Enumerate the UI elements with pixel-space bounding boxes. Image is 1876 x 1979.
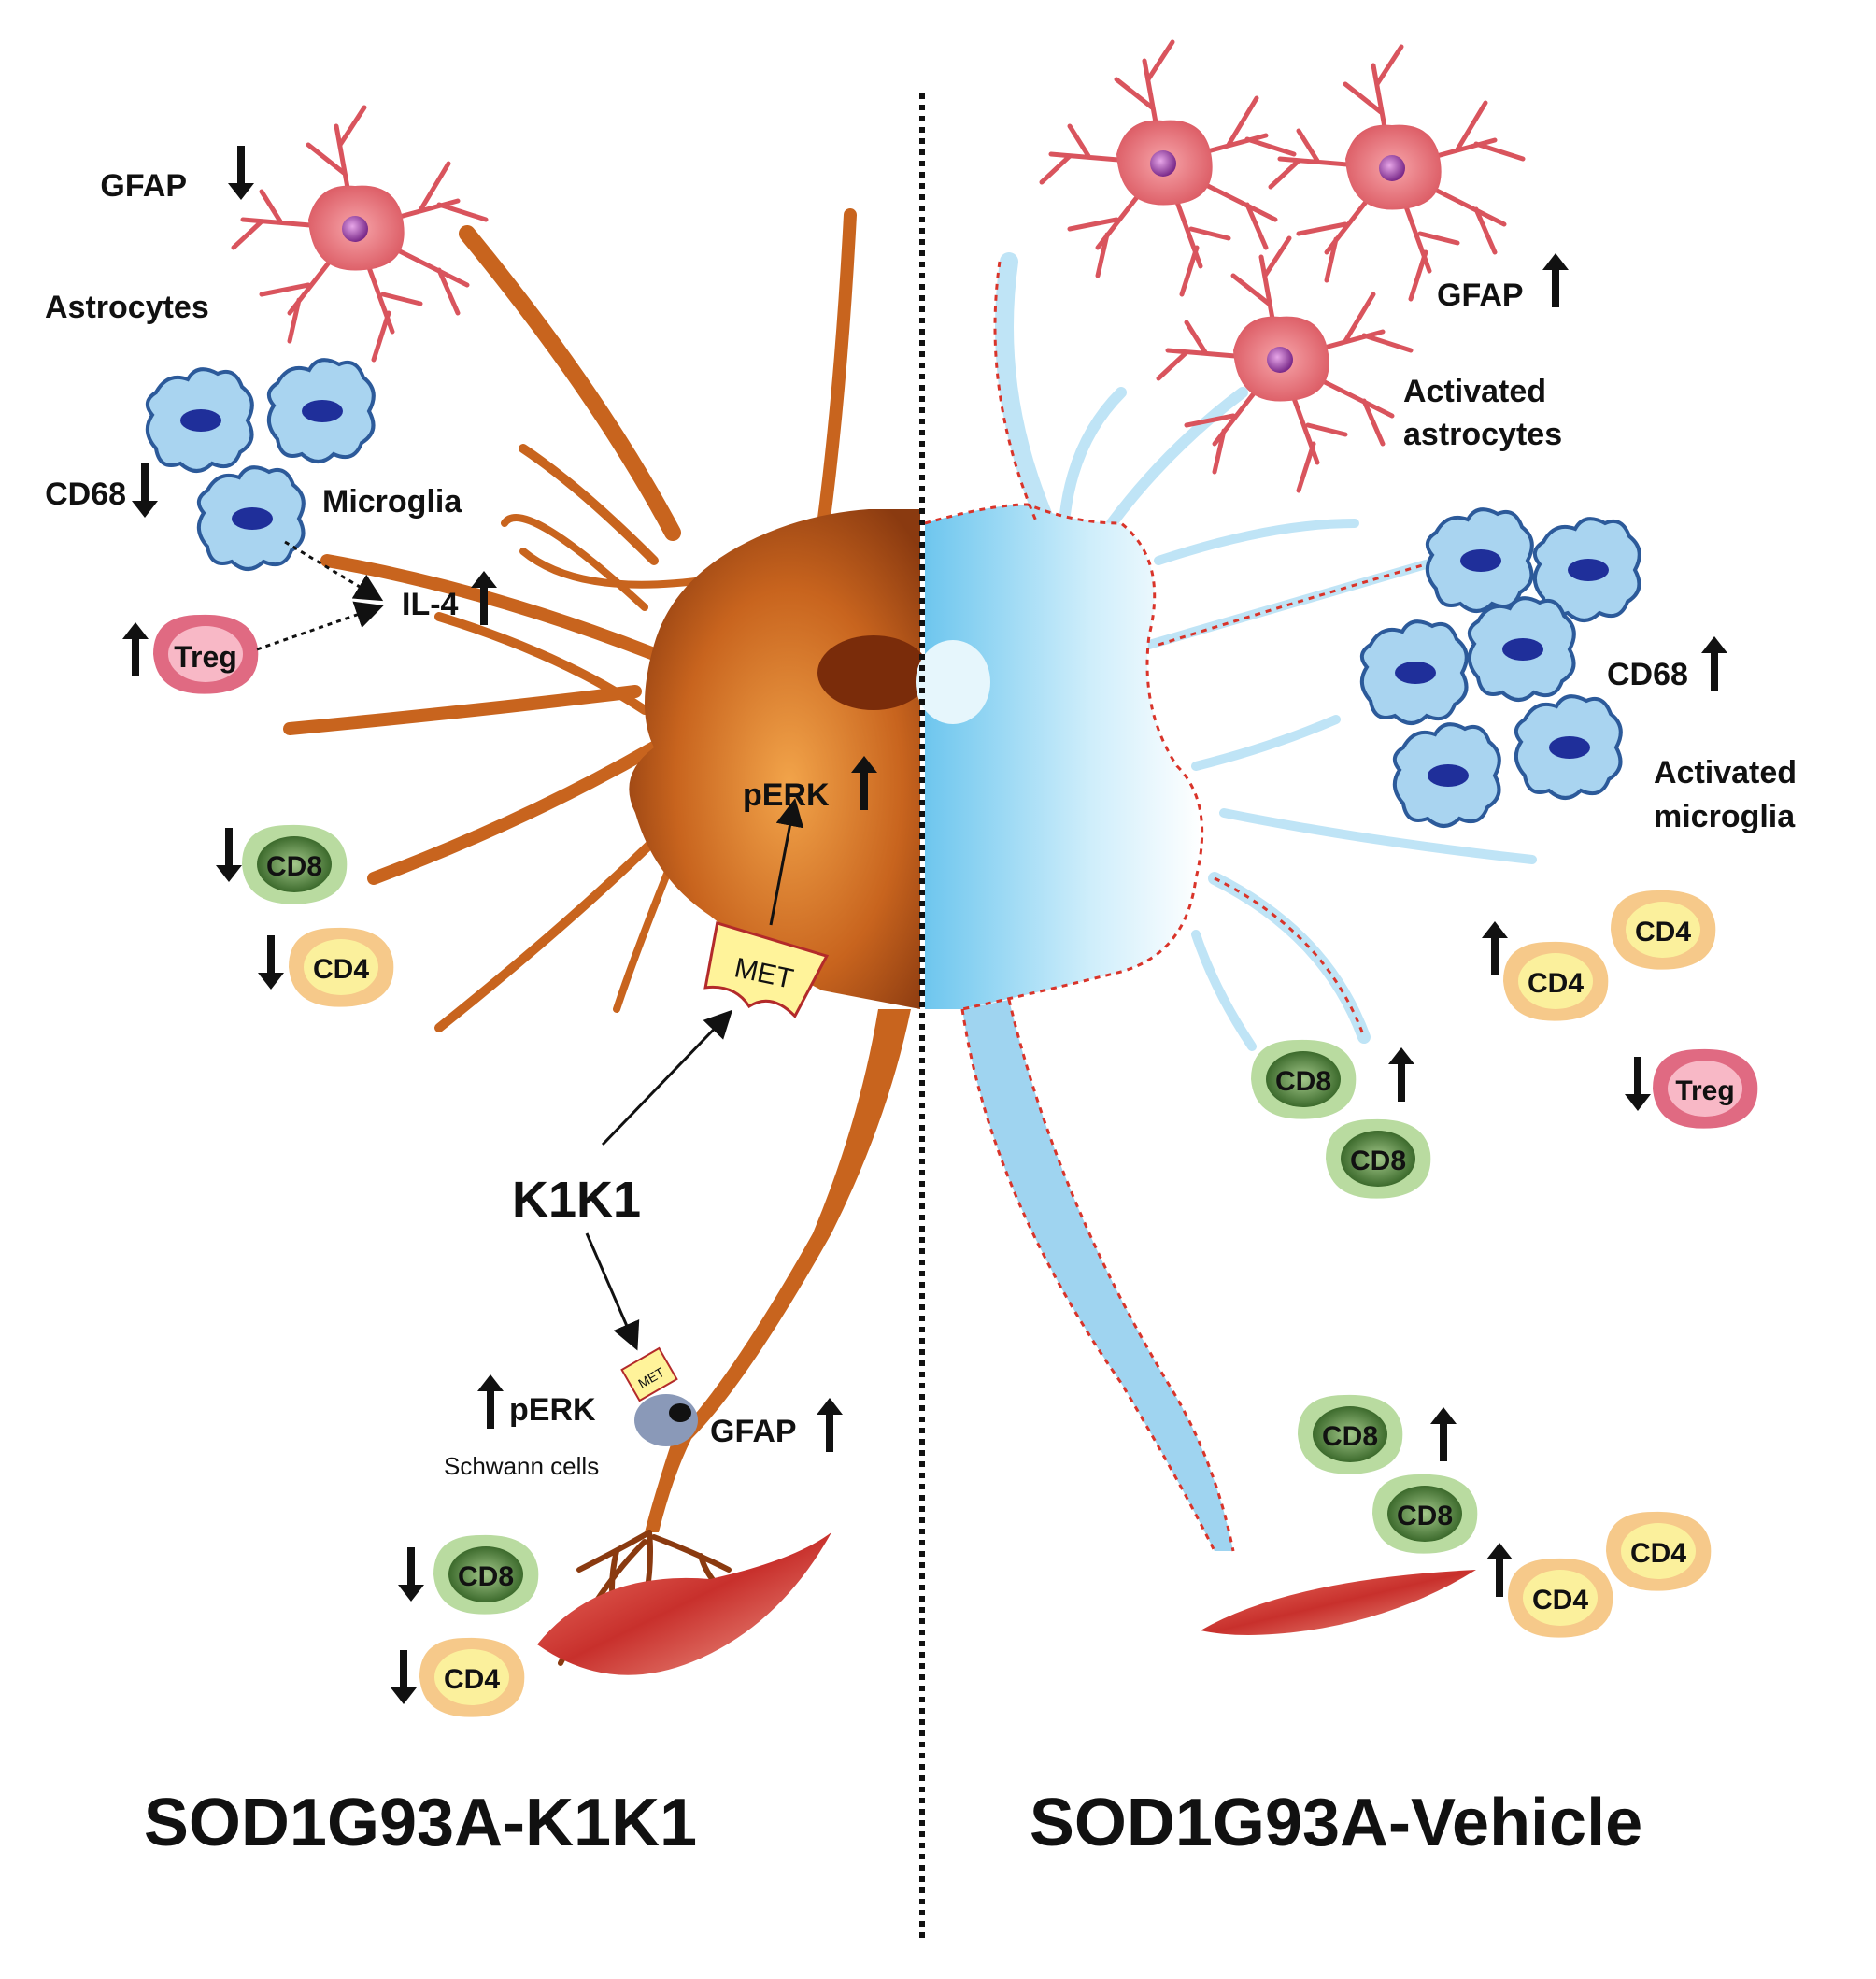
astrocyte-cell: [234, 107, 486, 360]
left-panel-title: SOD1G93A-K1K1: [144, 1786, 697, 1860]
schwann-cell: MET: [620, 1346, 698, 1446]
right-cd4-up-arrow: [1482, 921, 1508, 975]
right-cd68-label: CD68: [1607, 657, 1688, 692]
activated-astrocytes-line2: astrocytes: [1403, 417, 1562, 452]
muscle-cd4-down-arrow: [391, 1650, 417, 1704]
right-cd4-b-label: CD4: [1528, 968, 1584, 999]
il4-label: IL-4: [402, 587, 459, 622]
right-neuron: [916, 252, 1537, 1552]
microglia-cell: [266, 358, 376, 463]
muscle-cd8-label: CD8: [458, 1561, 514, 1592]
k1k1-pathway-arrows: [585, 798, 804, 1351]
astrocyte-cell: [1042, 42, 1294, 294]
muscle-cd4-label: CD4: [444, 1664, 500, 1695]
microglia-cell: [1359, 619, 1469, 725]
right-muscle-cd4-up-arrow: [1486, 1543, 1513, 1597]
il4-connectors: [256, 540, 384, 651]
left-cd8-label: CD8: [266, 851, 322, 882]
change-indicators: [122, 146, 1727, 1704]
right-cd8-d-label: CD8: [1397, 1501, 1453, 1531]
muscle-left: [537, 1532, 831, 1675]
microglia-cell: [1425, 507, 1534, 613]
left-neuron: [283, 208, 930, 1666]
activated-microglia-line2: microglia: [1654, 799, 1796, 834]
cd8-down-arrow: [216, 828, 242, 882]
left-cd4-label: CD4: [313, 954, 369, 985]
right-muscle-cd8-up-arrow: [1430, 1407, 1457, 1461]
right-panel-title: SOD1G93A-Vehicle: [1030, 1786, 1642, 1860]
schwann-perk-label: pERK: [509, 1392, 596, 1428]
activated-microglia-line1: Activated: [1654, 755, 1797, 790]
cd68-down-arrow: [132, 463, 158, 518]
microglia-cell: [1392, 722, 1501, 828]
microglia-cell: [1514, 694, 1623, 800]
right-treg-down-arrow: [1625, 1057, 1651, 1111]
schwann-perk-up-arrow: [477, 1374, 504, 1429]
k1k1-label: K1K1: [512, 1172, 641, 1228]
right-cd8-up-arrow: [1388, 1047, 1414, 1102]
astrocyte-cell: [1271, 47, 1523, 299]
astrocyte-cell: [1158, 238, 1411, 491]
muscle-cd8-down-arrow: [398, 1547, 424, 1602]
il4-up-arrow: [471, 571, 497, 625]
right-gfap-up-arrow: [1542, 253, 1569, 307]
astrocytes-label: Astrocytes: [45, 290, 209, 325]
left-treg-label: Treg: [174, 640, 237, 674]
microglia-cell: [196, 465, 306, 571]
right-cd4-c-label: CD4: [1630, 1538, 1686, 1569]
left-perk-label: pERK: [743, 777, 830, 813]
schwann-cells-label: Schwann cells: [444, 1452, 599, 1480]
muscle-right: [1201, 1570, 1476, 1635]
activated-astrocytes-line1: Activated: [1403, 374, 1546, 409]
gfap-down-arrow: [228, 146, 254, 200]
right-cd4-d-label: CD4: [1532, 1585, 1588, 1616]
right-cd4-a-label: CD4: [1635, 917, 1691, 947]
right-cd8-a-label: CD8: [1275, 1066, 1331, 1097]
met-receptor: MET: [704, 921, 830, 1018]
treg-up-arrow: [122, 622, 149, 676]
right-treg-label: Treg: [1675, 1075, 1734, 1106]
schwann-gfap-up-arrow: [817, 1398, 843, 1452]
perk-up-arrow: [851, 756, 877, 810]
right-gfap-label: GFAP: [1437, 278, 1524, 313]
left-gfap-label: GFAP: [100, 168, 187, 204]
left-cd68-label: CD68: [45, 477, 126, 512]
schwann-gfap-label: GFAP: [710, 1414, 797, 1449]
right-cd8-b-label: CD8: [1350, 1146, 1406, 1176]
microglia-label: Microglia: [322, 484, 462, 520]
cd4-down-arrow: [258, 935, 284, 990]
microglia-cell: [1467, 596, 1576, 702]
microglia-cell: [145, 367, 254, 473]
right-cd68-up-arrow: [1701, 636, 1727, 691]
right-cd8-c-label: CD8: [1322, 1421, 1378, 1452]
